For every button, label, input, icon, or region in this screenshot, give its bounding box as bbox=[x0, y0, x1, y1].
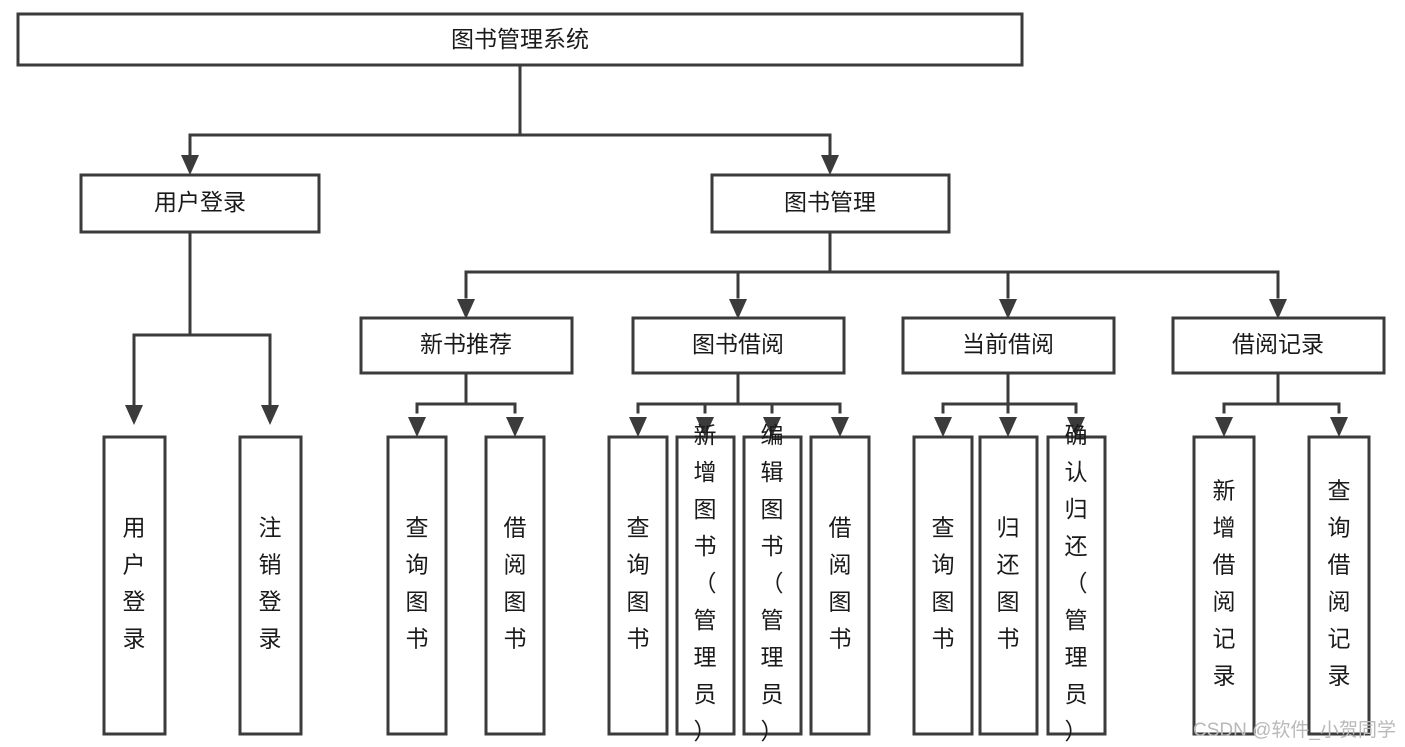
node-borrow-record-box[interactable] bbox=[1171, 316, 1386, 375]
node-leaf-borrow-book-1-label: 借阅图书 bbox=[504, 515, 527, 652]
arrowhead-book-borrow bbox=[729, 299, 747, 319]
node-leaf-user-logout[interactable]: 注销登录 bbox=[238, 435, 303, 736]
node-leaf-confirm-return[interactable]: 确认归还（管理员） bbox=[1046, 422, 1107, 744]
node-leaf-return-book-label: 归还图书 bbox=[997, 515, 1020, 652]
arrowhead-leaf-return-book bbox=[999, 417, 1017, 437]
node-book-manage[interactable]: 图书管理 bbox=[710, 173, 951, 234]
node-leaf-confirm-return-label: 确认归还（管理员） bbox=[1065, 422, 1088, 744]
node-leaf-query-book-1[interactable]: 查询图书 bbox=[386, 435, 448, 736]
arrowhead-leaf-borrow-book-2 bbox=[831, 417, 849, 437]
watermark-label: CSDN @软件_小贺同学 bbox=[1193, 719, 1396, 741]
node-leaf-query-record-box[interactable] bbox=[1307, 435, 1371, 736]
node-root-box[interactable] bbox=[16, 12, 1024, 67]
arrowhead-leaf-query-book-1 bbox=[408, 417, 426, 437]
node-leaf-user-login-label: 用户登录 bbox=[123, 515, 146, 652]
node-current-borrow-box[interactable] bbox=[901, 316, 1116, 375]
node-new-book-recommend-box[interactable] bbox=[359, 316, 574, 375]
node-leaf-user-login[interactable]: 用户登录 bbox=[102, 435, 167, 736]
node-leaf-user-login-box[interactable] bbox=[102, 435, 167, 736]
node-leaf-add-record-box[interactable] bbox=[1192, 435, 1256, 736]
node-leaf-query-record[interactable]: 查询借阅记录 bbox=[1307, 435, 1371, 736]
node-leaf-query-book-2-label: 查询图书 bbox=[627, 515, 650, 652]
node-current-borrow[interactable]: 当前借阅 bbox=[901, 316, 1116, 375]
node-leaf-query-book-2-box[interactable] bbox=[607, 435, 669, 736]
node-leaf-return-book[interactable]: 归还图书 bbox=[978, 435, 1039, 736]
node-book-borrow-label: 图书借阅 bbox=[692, 331, 784, 357]
node-root[interactable]: 图书管理系统 bbox=[16, 12, 1024, 67]
node-leaf-user-logout-label: 注销登录 bbox=[259, 515, 282, 652]
node-leaf-borrow-book-2[interactable]: 借阅图书 bbox=[809, 435, 871, 736]
node-leaf-add-book-label: 新增图书（管理员） bbox=[694, 422, 717, 744]
connector-layer bbox=[125, 63, 1348, 437]
node-leaf-query-book-2[interactable]: 查询图书 bbox=[607, 435, 669, 736]
arrowhead-leaf-user-login bbox=[125, 405, 143, 425]
node-new-book-recommend-label: 新书推荐 bbox=[420, 331, 512, 357]
arrowhead-current-borrow bbox=[999, 299, 1017, 319]
node-root-label: 图书管理系统 bbox=[451, 26, 589, 52]
arrowhead-new-book-recommend bbox=[457, 299, 475, 319]
node-leaf-edit-book[interactable]: 编辑图书（管理员） bbox=[742, 422, 803, 744]
node-current-borrow-label: 当前借阅 bbox=[962, 331, 1054, 357]
arrowhead-leaf-query-book-3 bbox=[934, 417, 952, 437]
node-leaf-borrow-book-2-box[interactable] bbox=[809, 435, 871, 736]
node-leaf-query-book-3-label: 查询图书 bbox=[932, 515, 955, 652]
node-leaf-edit-book-box[interactable] bbox=[742, 435, 803, 736]
node-user-login-box[interactable] bbox=[79, 173, 321, 234]
arrowhead-user-login bbox=[181, 155, 199, 175]
node-book-manage-label: 图书管理 bbox=[784, 189, 876, 215]
node-leaf-query-book-1-label: 查询图书 bbox=[406, 515, 429, 652]
node-leaf-add-book[interactable]: 新增图书（管理员） bbox=[675, 422, 736, 744]
node-borrow-record[interactable]: 借阅记录 bbox=[1171, 316, 1386, 375]
node-leaf-borrow-book-1-box[interactable] bbox=[484, 435, 546, 736]
arrowhead-leaf-add-record bbox=[1215, 417, 1233, 437]
node-new-book-recommend[interactable]: 新书推荐 bbox=[359, 316, 574, 375]
arrowhead-book-manage bbox=[821, 155, 839, 175]
arrowhead-borrow-record bbox=[1269, 299, 1287, 319]
node-leaf-confirm-return-box[interactable] bbox=[1046, 435, 1107, 736]
node-leaf-borrow-book-2-label: 借阅图书 bbox=[829, 515, 852, 652]
node-leaf-query-book-1-box[interactable] bbox=[386, 435, 448, 736]
node-leaf-add-record[interactable]: 新增借阅记录 bbox=[1192, 435, 1256, 736]
arrowhead-leaf-borrow-book-1 bbox=[506, 417, 524, 437]
node-borrow-record-label: 借阅记录 bbox=[1232, 331, 1324, 357]
node-leaf-borrow-book-1[interactable]: 借阅图书 bbox=[484, 435, 546, 736]
node-leaf-user-logout-box[interactable] bbox=[238, 435, 303, 736]
node-leaf-add-book-box[interactable] bbox=[675, 435, 736, 736]
arrowhead-leaf-user-logout bbox=[261, 405, 279, 425]
arrowhead-leaf-query-record bbox=[1330, 417, 1348, 437]
node-leaf-query-book-3[interactable]: 查询图书 bbox=[912, 435, 974, 736]
node-book-manage-box[interactable] bbox=[710, 173, 951, 234]
node-user-login-label: 用户登录 bbox=[154, 189, 246, 215]
node-leaf-return-book-box[interactable] bbox=[978, 435, 1039, 736]
node-leaf-edit-book-label: 编辑图书（管理员） bbox=[761, 422, 784, 744]
node-leaf-query-record-label: 查询借阅记录 bbox=[1328, 478, 1351, 689]
node-book-borrow[interactable]: 图书借阅 bbox=[631, 316, 846, 375]
node-leaf-add-record-label: 新增借阅记录 bbox=[1213, 478, 1236, 689]
node-user-login[interactable]: 用户登录 bbox=[79, 173, 321, 234]
node-book-borrow-box[interactable] bbox=[631, 316, 846, 375]
node-leaf-query-book-3-box[interactable] bbox=[912, 435, 974, 736]
arrowhead-leaf-query-book-2 bbox=[629, 417, 647, 437]
